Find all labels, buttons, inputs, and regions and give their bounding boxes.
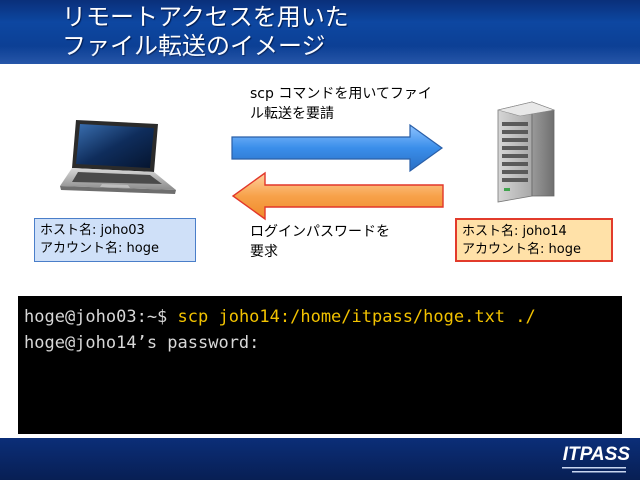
response-caption-line-1: ログインパスワードを: [250, 224, 390, 240]
itpass-logo: ITPASS: [552, 444, 630, 478]
terminal-password-prompt: hoge@joho14’s password:: [24, 333, 260, 353]
server-info-box: ホスト名: joho14 アカウント名: hoge: [455, 218, 613, 262]
server-icon: [497, 101, 556, 203]
title-line-1: リモートアクセスを用いた: [62, 3, 349, 31]
laptop-icon: [60, 120, 176, 194]
request-arrow-right: [231, 123, 444, 173]
server-account: アカウント名: hoge: [462, 242, 581, 257]
terminal-window: hoge@joho03:~$ scp joho14:/home/itpass/h…: [18, 296, 622, 434]
terminal-prompt: hoge@joho03:~$: [24, 307, 178, 327]
slide-title: リモートアクセスを用いた ファイル転送のイメージ: [62, 3, 349, 61]
server-host: ホスト名: joho14: [462, 224, 567, 239]
title-bar: リモートアクセスを用いた ファイル転送のイメージ: [0, 0, 640, 64]
footer-bar: [0, 438, 640, 480]
request-caption-line-2: ル転送を要請: [250, 106, 334, 122]
response-caption: ログインパスワードを 要求: [250, 222, 390, 262]
logo-text: ITPASS: [562, 444, 630, 465]
request-caption-line-1: scp コマンドを用いてファイ: [250, 86, 432, 102]
client-info-box: ホスト名: joho03 アカウント名: hoge: [34, 218, 196, 262]
response-caption-line-2: 要求: [250, 244, 278, 260]
request-caption: scp コマンドを用いてファイ ル転送を要請: [250, 84, 432, 124]
client-account: アカウント名: hoge: [40, 241, 159, 256]
terminal-command: scp joho14:/home/itpass/hoge.txt ./: [177, 307, 536, 327]
logo-tagline-mark: [562, 467, 626, 473]
client-host: ホスト名: joho03: [40, 223, 145, 238]
title-line-2: ファイル転送のイメージ: [62, 32, 326, 60]
response-arrow-left: [231, 171, 444, 221]
